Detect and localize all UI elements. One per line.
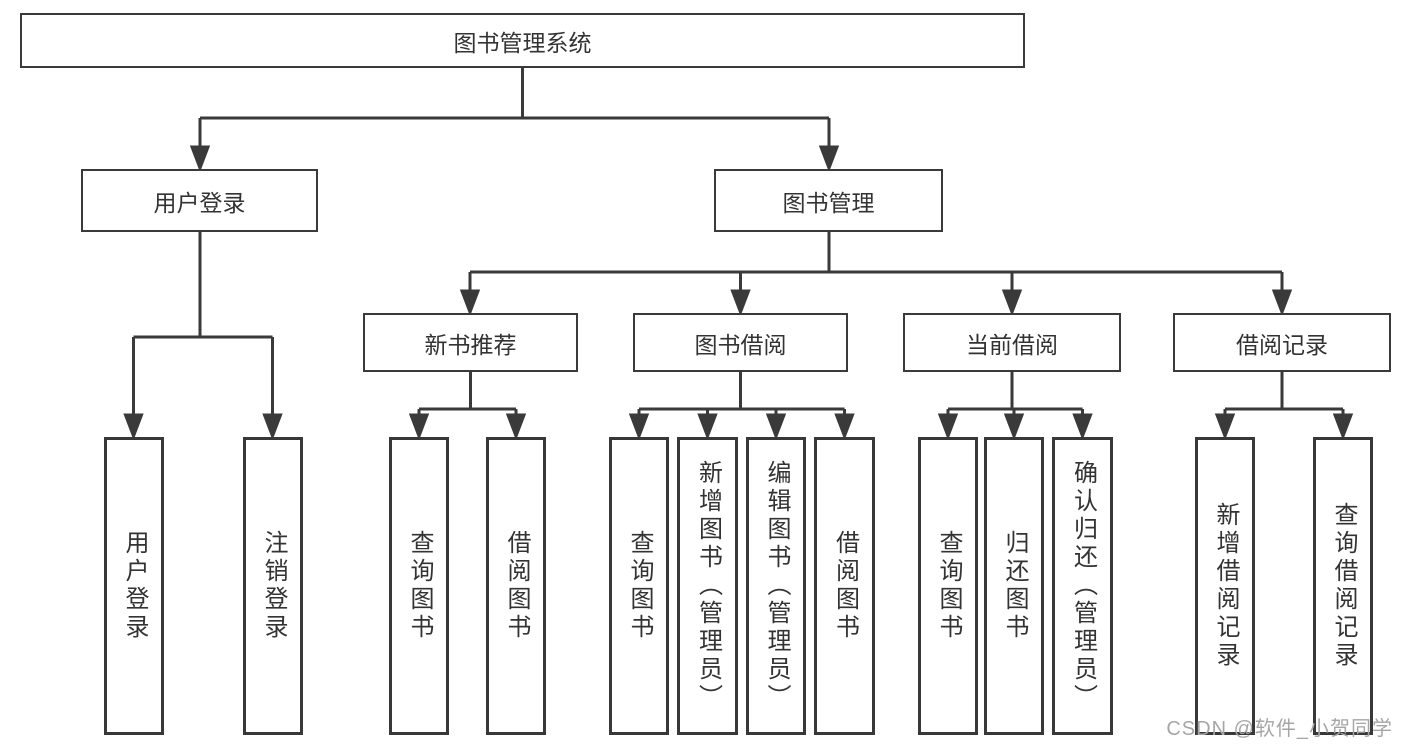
- leaf-recommend-query-books: 查询图书: [389, 437, 449, 735]
- leaf-current-confirm-return-admin: 确认归还（管理员）: [1052, 437, 1113, 735]
- leaf-records-add-record-label: 新增借阅记录: [1212, 502, 1239, 670]
- arrow-down-icon: [834, 413, 855, 441]
- connector-userlogin-to-leaves: [123, 232, 283, 441]
- node-borrowing-records: 借阅记录: [1173, 313, 1391, 372]
- arrow-down-icon: [730, 289, 751, 317]
- leaf-borrow-query-books-label: 查询图书: [626, 530, 653, 642]
- leaf-records-query-record: 查询借阅记录: [1313, 437, 1373, 735]
- csdn-watermark: CSDN @软件_小贺同学: [1166, 718, 1393, 740]
- arrow-down-icon: [937, 413, 959, 441]
- leaf-current-query-books: 查询图书: [918, 437, 978, 735]
- leaf-recommend-borrow-books-label: 借阅图书: [503, 530, 530, 642]
- leaf-current-return-books-label: 归还图书: [1001, 530, 1028, 642]
- arrow-down-icon: [628, 413, 650, 441]
- leaf-recommend-borrow-books: 借阅图书: [486, 437, 546, 735]
- connector-root-to-level2: [189, 68, 840, 173]
- arrow-down-icon: [1072, 413, 1093, 441]
- node-current-borrowing: 当前借阅: [903, 313, 1121, 372]
- connector-current-to-leaves: [937, 372, 1093, 441]
- leaf-records-add-record: 新增借阅记录: [1195, 437, 1255, 735]
- arrow-down-icon: [697, 413, 718, 441]
- arrow-down-icon: [1001, 289, 1023, 317]
- arrow-down-icon: [1214, 413, 1236, 441]
- connector-bookmgmt-to-level3: [459, 232, 1293, 317]
- leaf-logout-label: 注销登录: [260, 530, 287, 642]
- leaf-borrow-edit-books-admin: 编辑图书（管理员）: [746, 437, 806, 735]
- leaf-borrow-borrow-books-label: 借阅图书: [831, 530, 859, 642]
- arrow-down-icon: [459, 289, 481, 317]
- arrow-down-icon: [1271, 289, 1293, 317]
- leaf-current-query-books-label: 查询图书: [935, 530, 962, 642]
- arrow-down-icon: [1332, 413, 1354, 441]
- leaf-current-confirm-return-admin-label: 确认归还（管理员）: [1069, 460, 1097, 712]
- node-book-borrowing: 图书借阅: [633, 313, 848, 372]
- leaf-borrow-borrow-books: 借阅图书: [814, 437, 875, 735]
- arrow-down-icon: [765, 413, 787, 441]
- arrow-down-icon: [505, 413, 527, 441]
- leaf-borrow-query-books: 查询图书: [609, 437, 669, 735]
- arrow-down-icon: [1003, 413, 1025, 441]
- arrow-down-icon: [123, 413, 144, 441]
- node-user-login: 用户登录: [81, 169, 318, 232]
- arrow-down-icon: [189, 145, 211, 173]
- node-book-management: 图书管理: [714, 169, 943, 232]
- leaf-recommend-query-books-label: 查询图书: [406, 530, 433, 642]
- leaf-user-login: 用户登录: [104, 437, 164, 735]
- leaf-user-login-label: 用户登录: [121, 530, 148, 642]
- connector-borrow-to-leaves: [628, 372, 855, 441]
- leaf-borrow-add-books-admin: 新增图书（管理员）: [677, 437, 738, 735]
- arrow-down-icon: [262, 413, 283, 441]
- arrow-down-icon: [818, 145, 840, 173]
- connector-records-to-leaves: [1214, 372, 1354, 441]
- leaf-borrow-add-books-admin-label: 新增图书（管理员）: [694, 460, 722, 712]
- leaf-borrow-edit-books-admin-label: 编辑图书（管理员）: [763, 460, 790, 712]
- node-new-book-recommend: 新书推荐: [363, 313, 578, 372]
- leaf-current-return-books: 归还图书: [984, 437, 1044, 735]
- connector-recommend-to-leaves: [408, 372, 527, 441]
- arrow-down-icon: [408, 413, 430, 441]
- leaf-logout: 注销登录: [243, 437, 303, 735]
- leaf-records-query-record-label: 查询借阅记录: [1330, 502, 1357, 670]
- node-library-management-system: 图书管理系统: [20, 13, 1025, 68]
